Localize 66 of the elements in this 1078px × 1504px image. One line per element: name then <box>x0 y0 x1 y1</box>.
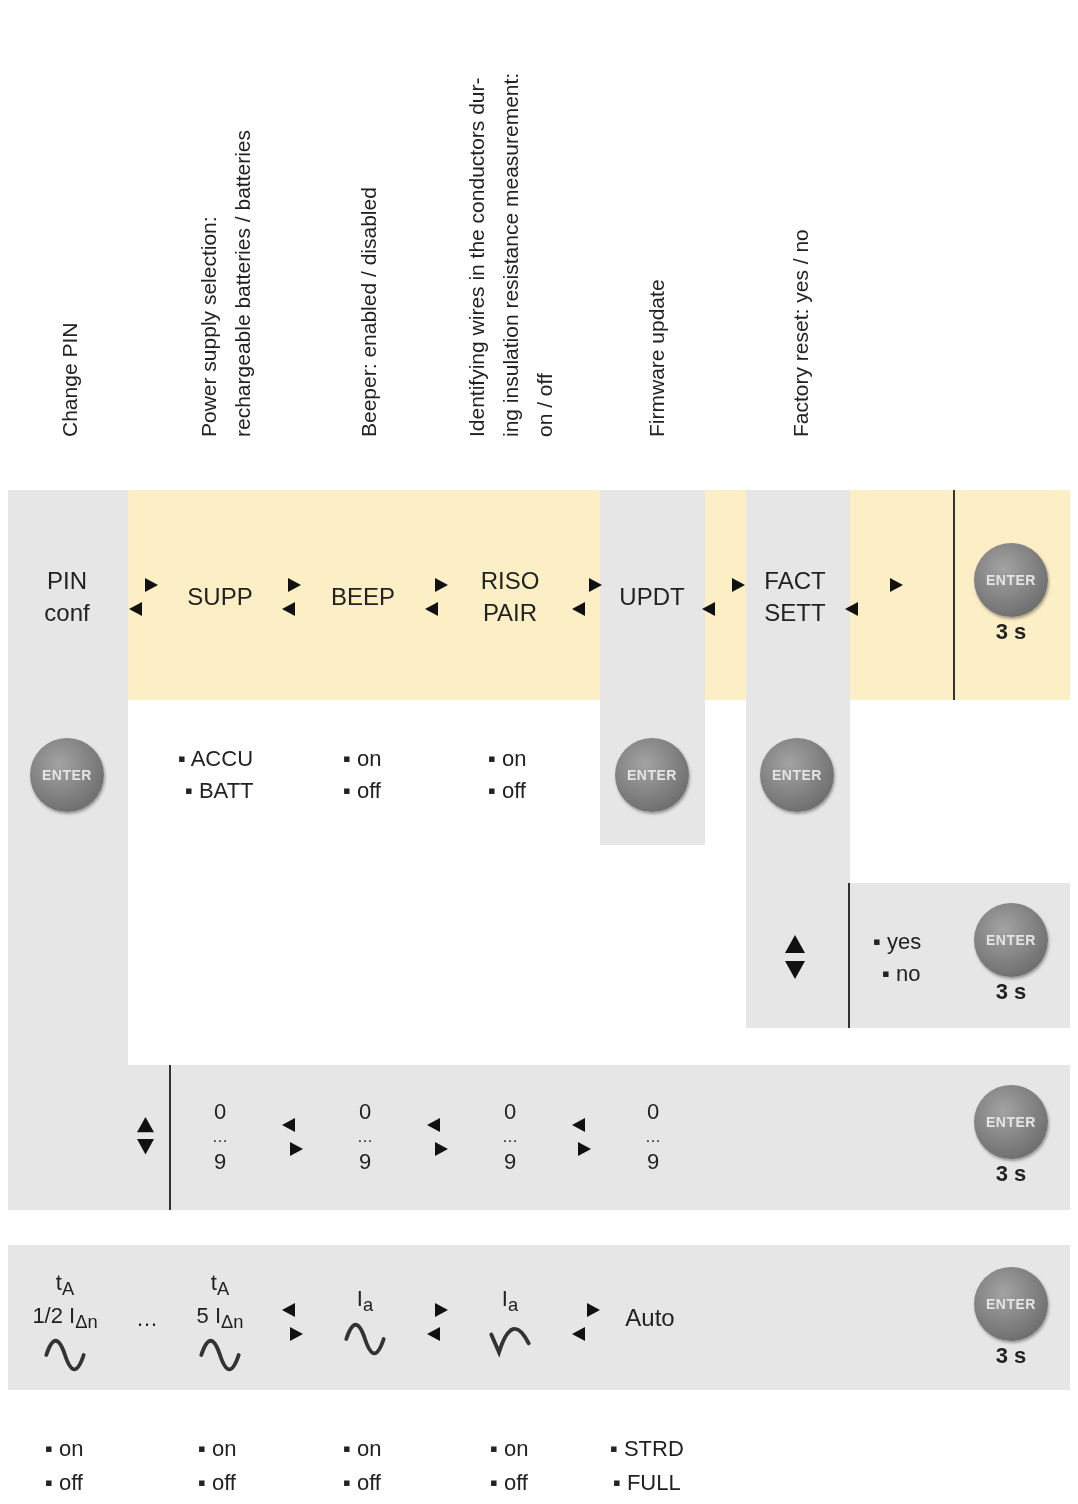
navigation-arrows <box>572 578 602 616</box>
menu-item-label: UPDT <box>619 582 685 612</box>
navigation-arrows <box>572 1118 591 1156</box>
navigation-arrows <box>427 1303 448 1341</box>
navigation-arrows <box>427 1118 448 1156</box>
navigation-arrows <box>129 578 158 616</box>
option-label: ▪ on <box>488 746 527 772</box>
setting-label: t$_{A}$ <box>55 1268 75 1301</box>
digit-label: 0 <box>358 1098 372 1126</box>
option-label: ▪ off <box>488 778 526 804</box>
option-label: ▪ STRD <box>610 1436 684 1462</box>
menu-item-label: RISO PAIR <box>480 566 540 628</box>
duration-label: 3 s <box>994 979 1028 1005</box>
column-heading: Beeper: enabled / disabled <box>356 186 381 437</box>
column-heading: Power supply selection: rechargeable batteries / batteries <box>196 129 255 437</box>
navigation-arrows <box>282 1118 303 1156</box>
option-label: ▪ BATT <box>185 778 254 804</box>
navigation-arrows <box>282 578 301 616</box>
navigation-arrows <box>845 578 903 616</box>
setting-label: t$_{A}$ <box>210 1268 230 1301</box>
duration-label: 3 s <box>994 1343 1028 1369</box>
option-label: ▪ on <box>343 1436 382 1462</box>
navigation-arrows <box>282 1303 303 1341</box>
option-label: ▪ off <box>198 1470 236 1496</box>
setting-label: I$_{a}$ <box>356 1285 374 1318</box>
digit-label: 0 <box>646 1098 660 1126</box>
column-heading: Factory reset: yes / no <box>788 228 813 437</box>
setting-label: 5 I$_{Δn}$ <box>196 1302 244 1335</box>
option-label: ▪ ACCU <box>178 746 254 772</box>
digit-label: 9 <box>358 1148 372 1176</box>
digit-label: … <box>645 1127 661 1147</box>
duration-label: 3 s <box>994 1161 1028 1187</box>
menu-item-label: PIN conf <box>44 566 90 628</box>
option-label: ▪ no <box>882 961 921 987</box>
option-label: ▪ off <box>45 1470 83 1496</box>
menu-item-label: BEEP <box>331 582 395 612</box>
navigation-arrows <box>425 578 448 616</box>
digit-label: … <box>502 1127 518 1147</box>
menu-item-label: Auto <box>625 1303 675 1333</box>
option-label: ▪ off <box>343 778 381 804</box>
option-label: ▪ FULL <box>613 1470 681 1496</box>
navigation-arrows <box>702 578 745 616</box>
digit-label: … <box>357 1127 373 1147</box>
option-label: ▪ on <box>490 1436 529 1462</box>
option-label: ▪ on <box>198 1436 237 1462</box>
duration-label: 3 s <box>994 619 1028 645</box>
option-label: ▪ on <box>343 746 382 772</box>
column-heading: Firmware update <box>644 278 669 437</box>
digit-label: 9 <box>213 1148 227 1176</box>
ellipsis-label: … <box>136 1306 158 1332</box>
digit-label: 9 <box>503 1148 517 1176</box>
digit-label: 0 <box>503 1098 517 1126</box>
menu-item-label: SUPP <box>187 582 253 612</box>
digit-label: 9 <box>646 1148 660 1176</box>
option-label: ▪ on <box>45 1436 84 1462</box>
digit-label: 0 <box>213 1098 227 1126</box>
setting-label: 1/2 I$_{Δn}$ <box>32 1302 98 1335</box>
navigation-arrows <box>572 1303 600 1341</box>
setting-label: I$_{a}$ <box>501 1285 519 1318</box>
option-label: ▪ off <box>490 1470 528 1496</box>
option-label: ▪ off <box>343 1470 381 1496</box>
digit-label: … <box>212 1127 228 1147</box>
option-label: ▪ yes <box>873 929 922 955</box>
column-heading: Change PIN <box>57 321 82 437</box>
column-heading: Identifying wires in the conductors dur- ing insulation resistance measurement: on / off <box>464 71 557 437</box>
menu-item-label: FACT SETT <box>764 566 826 628</box>
